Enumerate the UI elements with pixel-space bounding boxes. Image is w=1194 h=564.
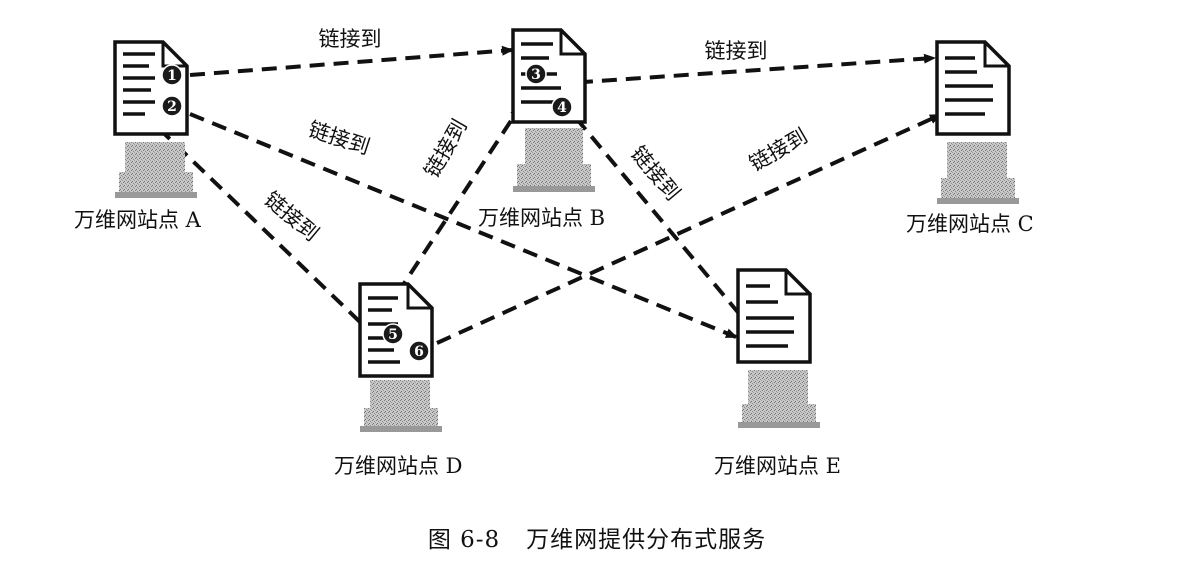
link-label-5: 链接到 [626,142,685,206]
link-arrow-3-c [553,53,936,86]
site-c [935,40,1019,204]
svg-text:2: 2 [167,99,177,115]
link-arrow-1-b [189,45,514,77]
document-icon [113,40,189,136]
link-label-1: 链接到 [319,27,382,51]
monitor-base-icon [937,142,1019,204]
link-marker-4: 4 [551,96,573,118]
monitor-base-icon [738,370,820,428]
link-arrow-5-b [382,105,522,316]
link-marker-3: 3 [525,63,547,85]
site-label-b: 万维网站点 B [478,206,605,230]
site-label-a: 万维网站点 A [74,208,202,232]
site-label-d: 万维网站点 D [334,454,463,478]
svg-text:3: 3 [531,67,541,83]
markers-layer: 1 2 3 4 56 [161,63,573,362]
caption-number: 图 6-8 [427,527,501,553]
link-label-3: 链接到 [305,117,372,159]
link-label-6: 链接到 [745,124,812,176]
document-icon [736,268,812,364]
monitor-base-icon [513,128,595,192]
caption-title: 万维网提供分布式服务 [526,527,767,553]
link-arrow-4-e [574,116,768,348]
link-marker-2: 2 [161,95,183,117]
document-icon [511,28,587,124]
svg-text:5: 5 [388,327,398,343]
svg-text:6: 6 [414,344,424,360]
link-label-2: 链接到 [705,39,768,63]
link-label-4: 链接到 [420,115,472,182]
link-marker-1: 1 [161,64,183,86]
link-marker-5: 5 [382,323,404,345]
site-label-c: 万维网站点 C [906,212,1034,236]
link-arrow-6-c [436,113,942,345]
svg-text:4: 4 [557,100,567,116]
monitor-base-icon [360,380,442,432]
distributed-web-diagram: 1 2 3 4 56 万维网站点 A 万维网站点 B 万维网站点 C 万维网站点 D 万… [74,27,1034,478]
site-a [113,40,197,198]
monitor-base-icon [115,142,197,198]
site-e [736,268,820,428]
document-icon [935,40,1011,136]
link-marker-6: 6 [408,340,430,362]
svg-text:1: 1 [167,68,177,84]
link-arrow-2-e [189,112,738,339]
site-d [358,282,442,432]
site-label-e: 万维网站点 E [714,454,841,478]
figure-caption: 图 6-8 万维网提供分布式服务 [0,520,1194,554]
